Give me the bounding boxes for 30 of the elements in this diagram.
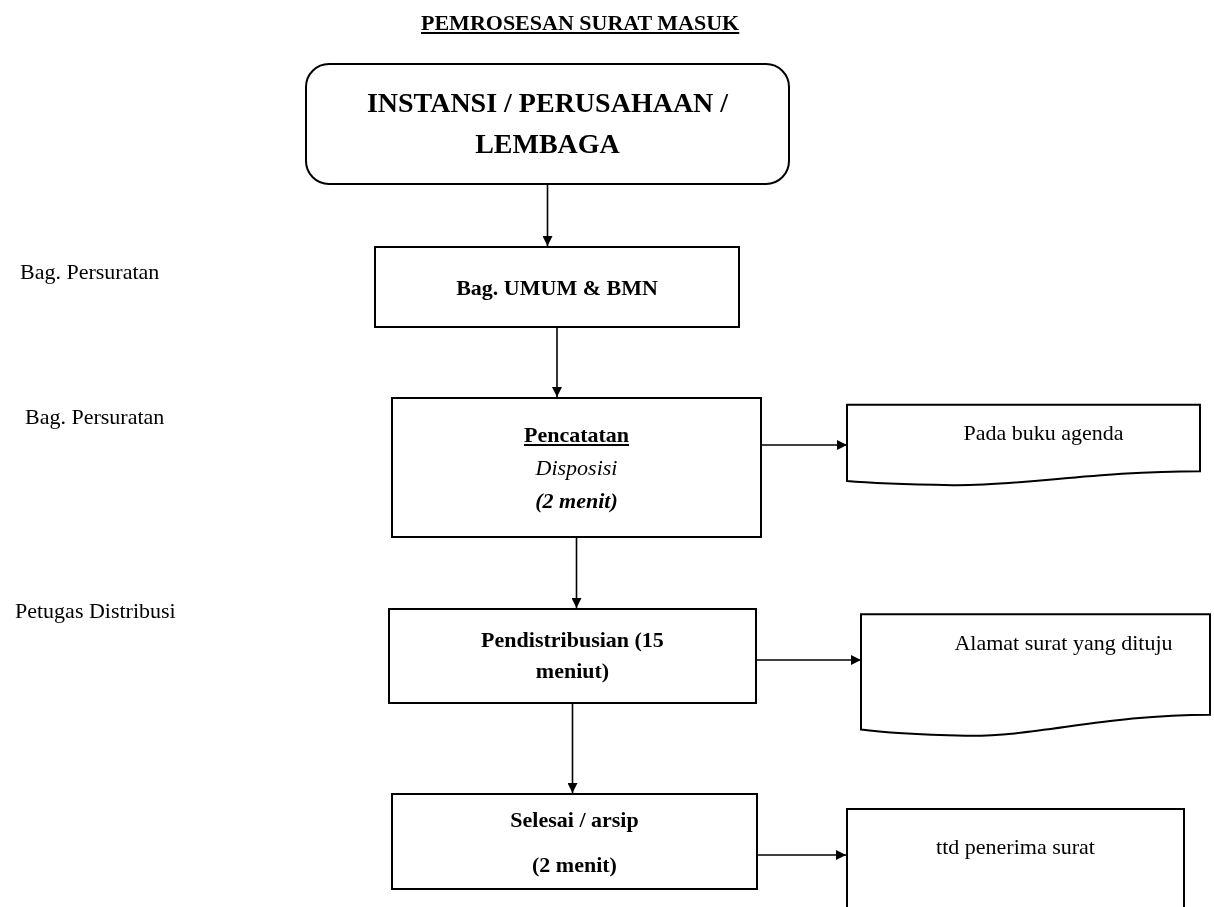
node-text: Bag. UMUM & BMN: [456, 273, 658, 302]
arrow: [761, 440, 848, 450]
process-box: [391, 397, 762, 538]
node-text: Alamat surat yang dituju: [953, 629, 1174, 657]
arrow: [567, 703, 578, 794]
process-box: [391, 793, 758, 890]
node-text: Pada buku agenda: [962, 419, 1124, 447]
document-box: [846, 808, 1185, 907]
node-text: Pendistribusian (15 meniut): [480, 626, 665, 685]
title: PEMROSESAN SURAT MASUK: [421, 9, 740, 37]
start-box: [305, 63, 790, 185]
role-label: Bag. Persuratan: [25, 403, 165, 431]
document-shape: [861, 613, 1210, 737]
process-box: [374, 246, 740, 328]
node-text: (2 menit): [532, 850, 617, 879]
arrow: [757, 850, 847, 860]
role-label: Bag. Persuratan: [20, 258, 160, 286]
document-shape: [847, 404, 1200, 486]
node-text: (2 menit): [535, 487, 618, 515]
node-text: INSTANSI / PERUSAHAAN / LEMBAGA: [365, 86, 730, 161]
role-label: Petugas Distribusi: [15, 597, 176, 625]
node-text: ttd penerima surat: [936, 833, 1095, 861]
arrow: [571, 537, 582, 609]
arrow: [542, 184, 553, 247]
node-text: Disposisi: [535, 454, 618, 482]
process-box: [388, 608, 757, 704]
arrow: [756, 655, 862, 665]
node-text: Pencatatan: [523, 421, 630, 449]
arrow: [552, 327, 562, 398]
node-text: Selesai / arsip: [510, 805, 639, 834]
